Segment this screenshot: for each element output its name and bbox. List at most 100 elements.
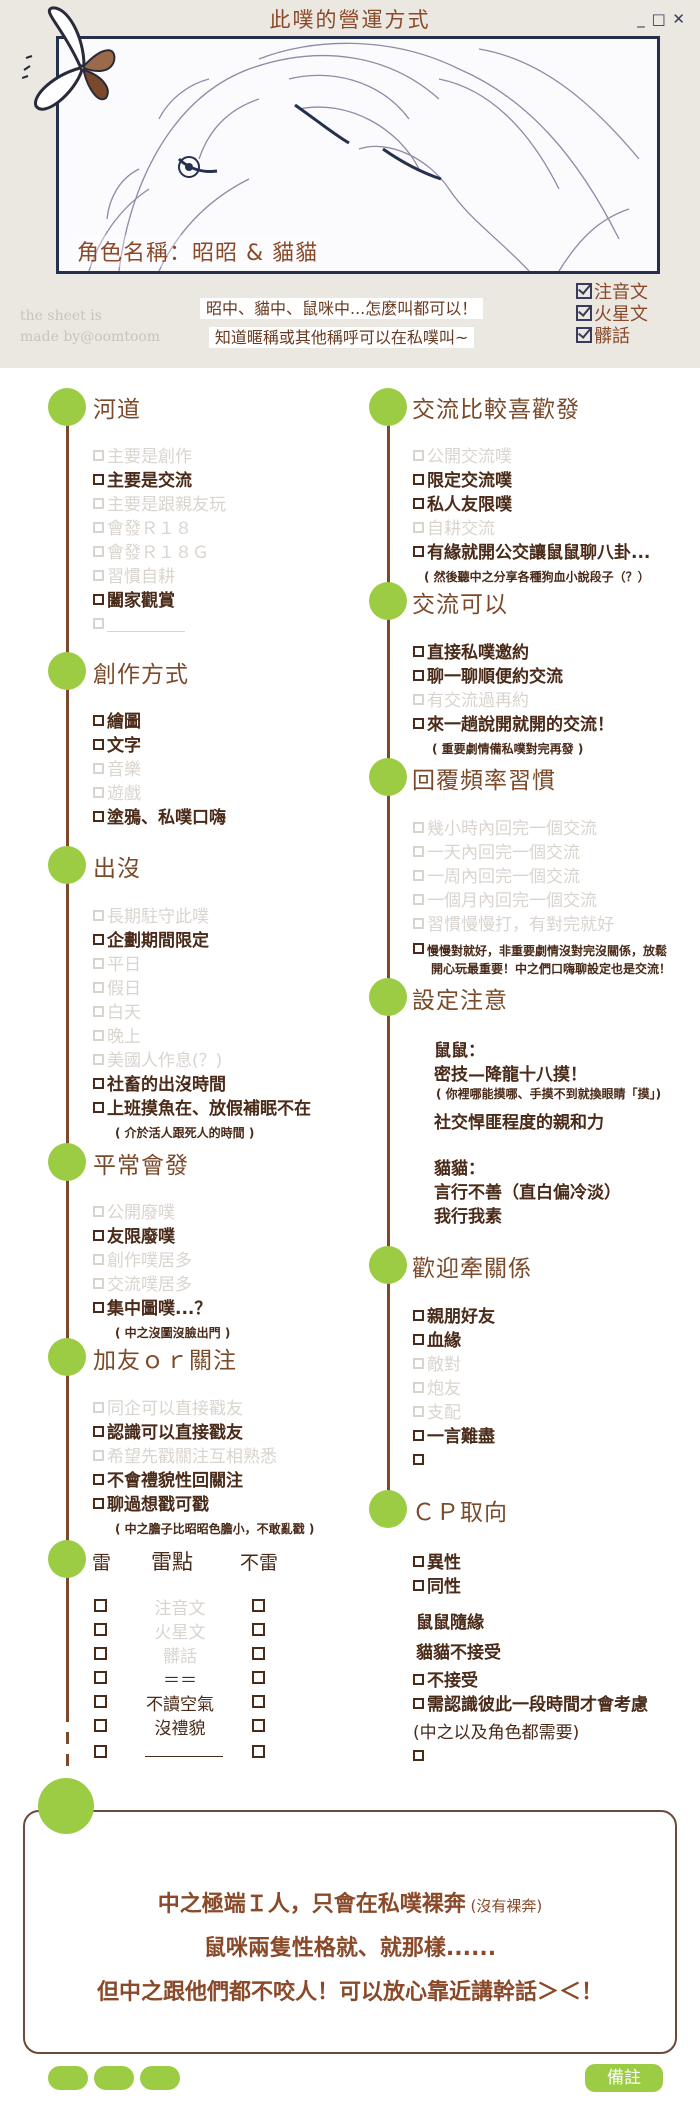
checkbox-item[interactable]: 繪圖 — [93, 711, 141, 733]
checkbox-item[interactable]: 會發Ｒ１８Ｇ — [93, 542, 209, 564]
checkbox-item[interactable]: 血緣 — [413, 1330, 461, 1352]
checkbox-item[interactable]: 認識可以直接戳友 — [93, 1422, 243, 1444]
checkbox-item[interactable]: 同企可以直接戳友 — [93, 1398, 243, 1420]
checkbox-item[interactable]: 友限廢噗 — [93, 1226, 175, 1248]
thunder-item: 沒禮貌 — [154, 1719, 206, 1739]
setting-line: 社交悍匪程度的親和力 — [434, 1113, 604, 1133]
remark-dot — [38, 1778, 94, 1834]
nav-pill[interactable] — [140, 2066, 180, 2090]
nav-pill[interactable] — [94, 2066, 134, 2090]
checkbox-item[interactable]: 一言難盡 — [413, 1426, 495, 1448]
checkbox-item[interactable]: 習慣自耕 — [93, 566, 175, 588]
checkbox-item[interactable]: 創作噗居多 — [93, 1250, 192, 1272]
thunder-ok-checkbox[interactable] — [252, 1745, 265, 1758]
section-dot — [369, 1490, 407, 1528]
checkbox-item-blank[interactable] — [93, 614, 185, 636]
thunder-dislike-checkbox[interactable] — [94, 1745, 107, 1758]
window-controls[interactable]: _ □ ✕ — [637, 10, 686, 28]
checkbox-item[interactable]: 主要是交流 — [93, 470, 192, 492]
checkbox-item[interactable]: 親朋好友 — [413, 1306, 495, 1328]
checkbox-item[interactable]: 需認識彼此一段時間才會考慮 — [413, 1694, 648, 1716]
checkbox-item[interactable]: 主要是創作 — [93, 446, 192, 468]
checkbox-item[interactable]: 公開廢噗 — [93, 1202, 175, 1224]
checkbox-item[interactable]: 一個月內回完一個交流 — [413, 890, 597, 912]
thunder-dislike-checkbox[interactable] — [94, 1671, 107, 1684]
checkbox-item[interactable]: 幾小時內回完一個交流 — [413, 818, 597, 840]
thunder-dislike-checkbox[interactable] — [94, 1623, 107, 1636]
checkbox-item[interactable]: 集中圖噗...？ — [93, 1298, 211, 1320]
checkbox-item[interactable]: 文字 — [93, 735, 141, 757]
thunder-ok-checkbox[interactable] — [252, 1599, 265, 1612]
checkbox-item[interactable]: 聊一聊順便約交流 — [413, 666, 563, 688]
thunder-col-ok: 不雷 — [240, 1552, 279, 1574]
checkbox-item[interactable]: 支配 — [413, 1402, 461, 1424]
checkbox-item[interactable]: 社畜的出沒時間 — [93, 1074, 226, 1096]
thunder-ok-checkbox[interactable] — [252, 1623, 265, 1636]
checkbox-item[interactable]: 音樂 — [93, 759, 141, 781]
checkbox-item-blank[interactable] — [413, 1450, 427, 1472]
checkbox-item[interactable]: 假日 — [93, 978, 141, 1000]
checkbox-item[interactable]: 有交流過再約 — [413, 690, 529, 712]
checkbox-item[interactable]: 限定交流噗 — [413, 470, 512, 492]
checkbox-item[interactable]: 遊戲 — [93, 783, 141, 805]
checkbox-item[interactable]: 公開交流噗 — [413, 446, 512, 468]
checkbox-item[interactable]: 希望先戳關注互相熟悉 — [93, 1446, 277, 1468]
checkbox-item[interactable]: 私人友限噗 — [413, 494, 512, 516]
item-footnote: 開心玩最重要！中之們口嗨聊設定也是交流！ — [431, 962, 672, 976]
checkbox-item[interactable]: 一天內回完一個交流 — [413, 842, 580, 864]
checkbox-item[interactable]: 不會禮貌性回關注 — [93, 1470, 243, 1492]
section-dot — [48, 1143, 86, 1181]
thunder-dislike-checkbox[interactable] — [94, 1695, 107, 1708]
checkbox-item[interactable]: 晚上 — [93, 1026, 141, 1048]
checkbox-item[interactable]: 炮友 — [413, 1378, 461, 1400]
remark-button[interactable]: 備註 — [585, 2064, 663, 2092]
checkbox-item[interactable]: 聊過想戳可戳 — [93, 1494, 209, 1516]
item-footnote: ( 然後聽中之分享各種狗血小說段子（？） — [424, 570, 650, 584]
remark-line: 鼠咪兩隻性格就、就那樣...... — [203, 1936, 497, 1961]
thunder-ok-checkbox[interactable] — [252, 1695, 265, 1708]
setting-line: 言行不善（直白偏冷淡） — [434, 1183, 621, 1203]
checkbox-item[interactable]: 上班摸魚在、放假補眠不在 — [93, 1098, 311, 1120]
checkbox-item[interactable]: 自耕交流 — [413, 518, 495, 540]
checkbox-item[interactable]: 平日 — [93, 954, 141, 976]
checkbox-item[interactable]: 敵對 — [413, 1354, 461, 1376]
checkbox-item-blank[interactable] — [413, 1746, 427, 1768]
checkbox-item[interactable]: 企劃期間限定 — [93, 930, 209, 952]
checkbox-item[interactable]: 會發Ｒ１８ — [93, 518, 192, 540]
checkbox-item[interactable]: 美國人作息(？) — [93, 1050, 222, 1072]
thunder-dislike-checkbox[interactable] — [94, 1599, 107, 1612]
checkbox-item[interactable]: 直接私噗邀約 — [413, 642, 529, 664]
checkbox-item[interactable]: 同性 — [413, 1576, 461, 1598]
checkbox-item[interactable]: 白天 — [93, 1002, 141, 1024]
thunder-dislike-checkbox[interactable] — [94, 1647, 107, 1660]
lang-item[interactable]: 髒話 — [576, 326, 648, 348]
checkbox-item[interactable]: 一周內回完一個交流 — [413, 866, 580, 888]
nav-pill[interactable] — [48, 2066, 88, 2090]
checkbox-item[interactable]: 塗鴉、私噗口嗨 — [93, 807, 226, 829]
checkbox-item[interactable]: 有緣就開公交讓鼠鼠聊八卦... — [413, 542, 650, 564]
section-dot — [369, 582, 407, 620]
thunder-ok-checkbox[interactable] — [252, 1647, 265, 1660]
checkbox-item[interactable]: 異性 — [413, 1552, 461, 1574]
nickname-notes: 昭中、貓中、鼠咪中...怎麼叫都可以！ 知道暱稱或其他稱呼可以在私噗叫~ — [200, 294, 484, 352]
lang-item[interactable]: 注音文 — [576, 282, 648, 304]
checkbox-item[interactable]: 主要是跟親友玩 — [93, 494, 226, 516]
remark-line: 中之極端Ｉ人，只會在私噗裸奔 (沒有裸奔) — [157, 1892, 543, 1917]
thunder-dislike-checkbox[interactable] — [94, 1719, 107, 1732]
thunder-col-dislike: 雷 — [92, 1552, 112, 1574]
checkbox-item[interactable]: 慢慢對就好，非重要劇情沒對完沒關係，放鬆 — [413, 940, 667, 962]
checkbox-item[interactable]: 不接受 — [413, 1670, 478, 1692]
thunder-ok-checkbox[interactable] — [252, 1671, 265, 1684]
thunder-item: ＝＝ — [163, 1671, 197, 1691]
checkbox-item[interactable]: 交流噗居多 — [93, 1274, 192, 1296]
thunder-ok-checkbox[interactable] — [252, 1719, 265, 1732]
page-title: 此噗的營運方式 — [269, 8, 431, 32]
checkbox-item[interactable]: 習慣慢慢打，有對完就好 — [413, 914, 614, 936]
cp-note: 鼠鼠隨緣 — [416, 1613, 484, 1633]
checkbox-item[interactable]: 長期駐守此噗 — [93, 906, 209, 928]
item-footnote: ( 重要劇情備私噗對完再發 ) — [432, 742, 584, 756]
checkbox-item[interactable]: 闔家觀賞 — [93, 590, 175, 612]
lang-item[interactable]: 火星文 — [576, 304, 648, 326]
setting-line: 密技—降龍十八摸！ — [434, 1065, 587, 1085]
checkbox-item[interactable]: 來一趟說開就開的交流！ — [413, 714, 614, 736]
